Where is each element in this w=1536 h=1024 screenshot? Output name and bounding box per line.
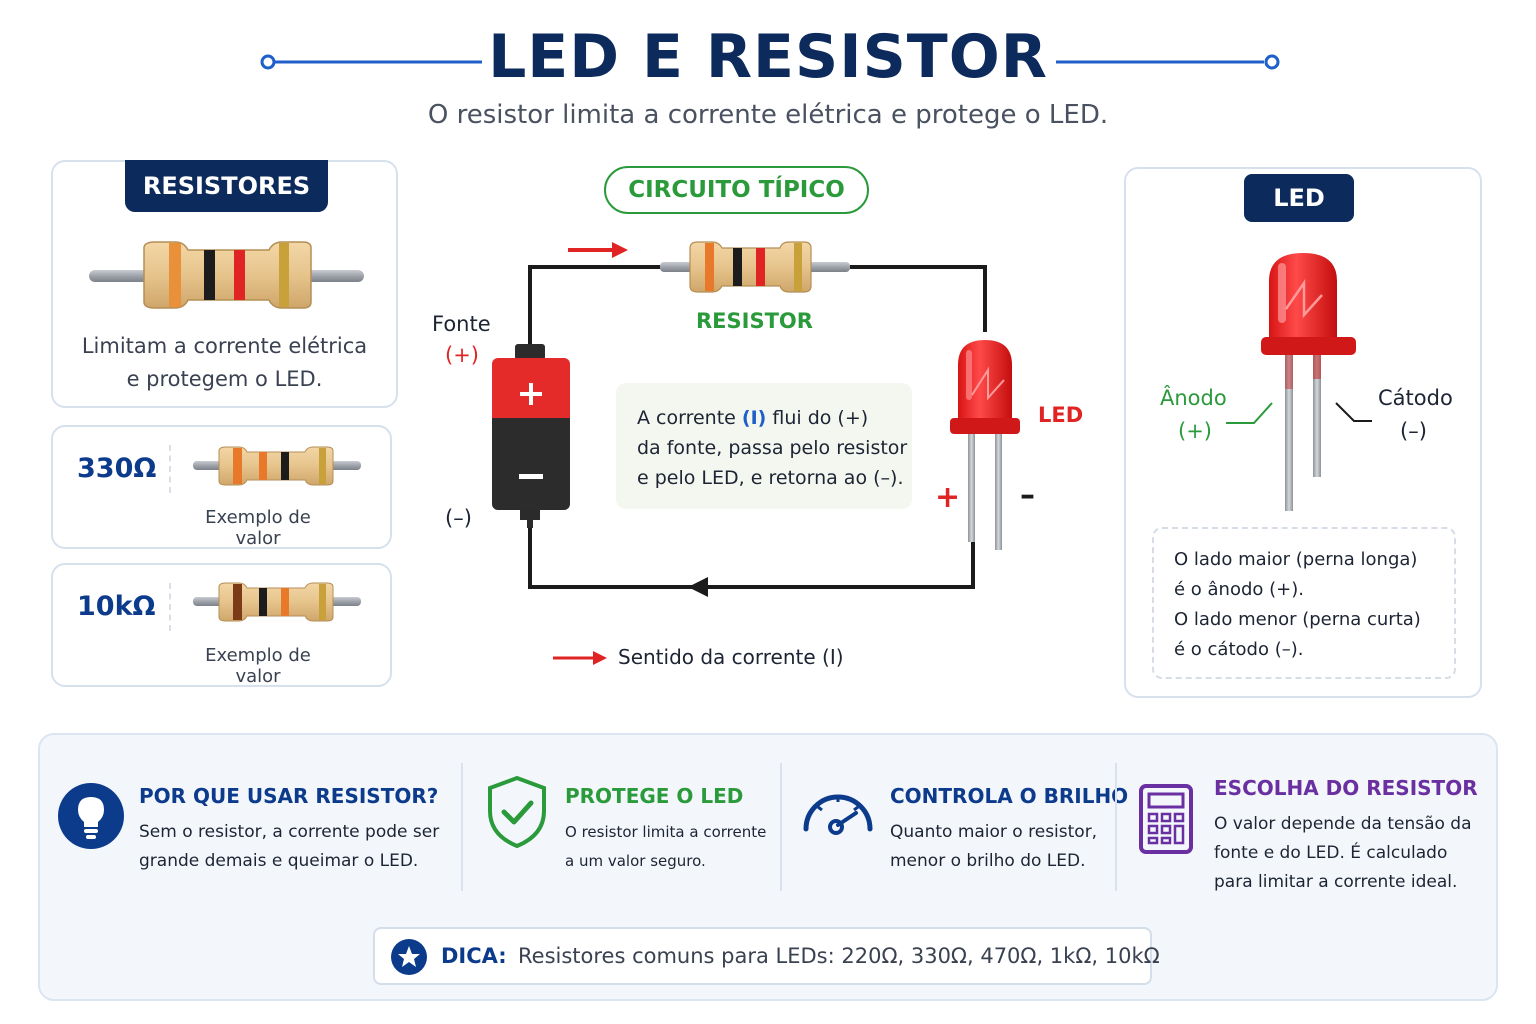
led-minus-sign: – (1020, 478, 1035, 513)
star-icon (391, 939, 427, 975)
circuito-badge: CIRCUITO TÍPICO (604, 166, 869, 214)
tip-text: Resistores comuns para LEDs: 220Ω, 330Ω,… (518, 944, 1160, 968)
resistor-label: RESISTOR (696, 309, 813, 333)
tip-label: DICA: (441, 944, 507, 968)
current-direction-arrow-icon (553, 651, 607, 665)
feature-protect-line1: O resistor limita a corrente (565, 823, 767, 841)
led-note-box: O lado maior (perna longa) é o ânodo (+)… (1152, 527, 1456, 679)
resistores-tab: RESISTORES (125, 160, 328, 212)
resistor-330-illustration (193, 446, 361, 486)
example-card-10k: 10kΩ Exemplo de valor (51, 563, 392, 687)
title-right-ornament (1056, 54, 1280, 70)
divider (1115, 763, 1117, 891)
divider (461, 763, 463, 891)
resistor-illustration (89, 241, 364, 309)
lightbulb-icon (58, 783, 124, 849)
feature-choice-line2: fonte e do LED. É calculado (1214, 843, 1448, 863)
cathode-sign: (–) (1400, 419, 1427, 443)
title-left-ornament (260, 54, 482, 70)
current-legend-label: Sentido da corrente (I) (618, 645, 844, 669)
led-card: LED Ânodo (+) Cátodo (–) O lado maior (p… (1124, 167, 1482, 698)
divider (169, 583, 171, 631)
feature-protect-line2: a um valor seguro. (565, 852, 706, 870)
tip-box: DICA: Resistores comuns para LEDs: 220Ω,… (373, 927, 1160, 985)
source-plus-label: (+) (445, 343, 479, 367)
circuit-resistor (660, 241, 850, 293)
feature-why-title: POR QUE USAR RESISTOR? (139, 784, 439, 808)
anode-sign: (+) (1178, 419, 1212, 443)
feature-choice-line3: para limitar a corrente ideal. (1214, 872, 1458, 892)
anode-label: Ânodo (1160, 386, 1227, 410)
led-note-line2: é o ânodo (+). (1174, 579, 1304, 600)
info-line1: A corrente (I) flui do (+) (637, 407, 869, 429)
calculator-icon (1139, 784, 1193, 854)
battery-icon (492, 344, 570, 528)
circuit-info-box: A corrente (I) flui do (+) da fonte, pas… (616, 383, 912, 509)
led-tab: LED (1244, 174, 1354, 222)
example-value-10k: 10kΩ (77, 591, 156, 622)
led-note-line1: O lado maior (perna longa) (1174, 549, 1418, 570)
info-line2: da fonte, passa pelo resistor (637, 437, 908, 459)
resistores-caption-line1: Limitam a corrente elétrica (81, 334, 368, 358)
resistor-10k-illustration (193, 582, 361, 622)
divider (780, 763, 782, 891)
source-minus-label: (–) (445, 506, 472, 530)
page-title: LED E RESISTOR (488, 22, 1048, 92)
resistores-caption-line2: e protegem o LED. (126, 367, 323, 391)
current-symbol: (I) (741, 407, 767, 429)
shield-check-icon (488, 775, 546, 849)
source-label: Fonte (432, 312, 491, 336)
led-label: LED (1038, 403, 1084, 427)
feature-why-line2: grande demais e queimar o LED. (139, 851, 419, 871)
gauge-icon (803, 794, 873, 835)
circuit-diagram (492, 241, 1020, 597)
led-note-line3: O lado menor (perna curta) (1174, 609, 1421, 630)
feature-protect-title: PROTEGE O LED (565, 784, 744, 808)
example-caption-10k: Exemplo de valor (205, 645, 311, 687)
example-caption-330: Exemplo de valor (205, 507, 311, 549)
cathode-label: Cátodo (1378, 386, 1453, 410)
example-value-330: 330Ω (77, 453, 157, 484)
resistores-card: RESISTORES Limitam a corrente elétrica e… (51, 160, 398, 408)
feature-brightness-line2: menor o brilho do LED. (890, 851, 1086, 871)
circuit-led (950, 340, 1020, 550)
led-plus-sign: + (935, 480, 961, 515)
divider (169, 445, 171, 493)
led-note-line4: é o cátodo (–). (1174, 639, 1304, 660)
feature-choice-line1: O valor depende da tensão da (1214, 814, 1472, 834)
led-illustration (1261, 253, 1356, 511)
feature-brightness-line1: Quanto maior o resistor, (890, 822, 1098, 842)
feature-brightness-title: CONTROLA O BRILHO (890, 784, 1129, 808)
info-line3: e pelo LED, e retorna ao (–). (637, 467, 904, 489)
anode-pointer-line (1226, 402, 1273, 424)
page-subtitle: O resistor limita a corrente elétrica e … (427, 100, 1109, 130)
cathode-pointer-line (1335, 402, 1372, 422)
example-card-330: 330Ω Exemplo de valor (51, 425, 392, 549)
feature-why-line1: Sem o resistor, a corrente pode ser (139, 822, 440, 842)
feature-choice-title: ESCOLHA DO RESISTOR (1214, 776, 1478, 800)
